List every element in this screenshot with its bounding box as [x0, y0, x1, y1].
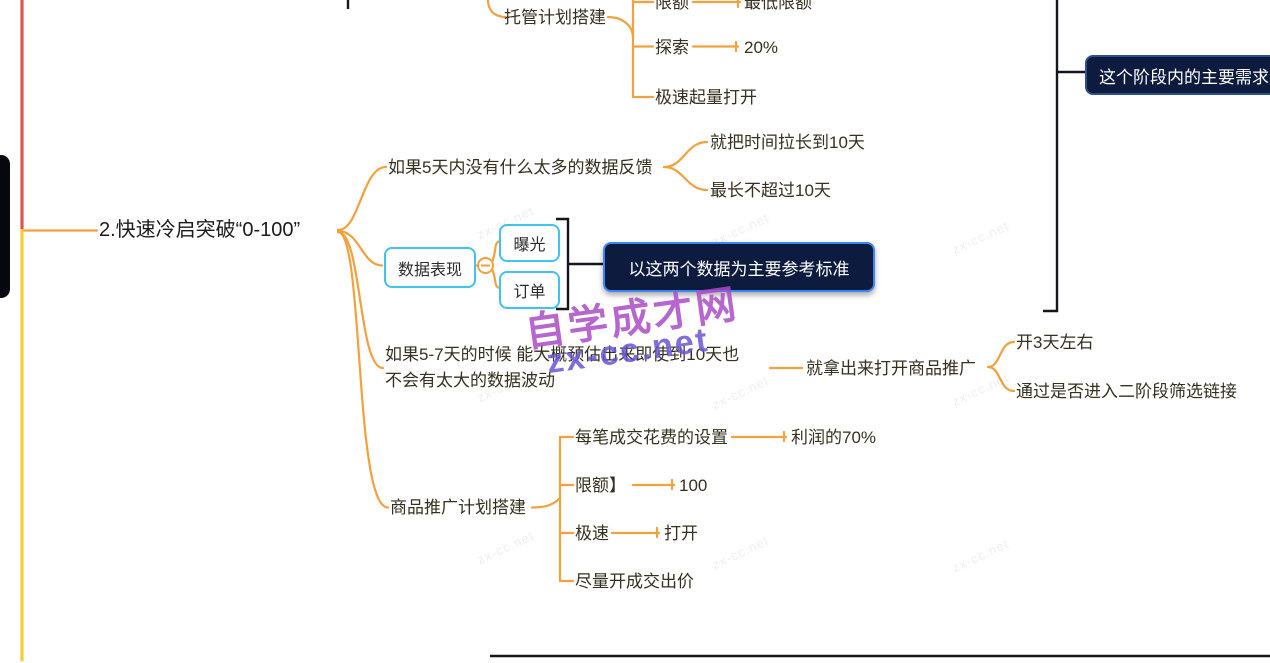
- topic-hosting-plan[interactable]: 托管计划搭建: [504, 8, 606, 27]
- topic-max-10d[interactable]: 最长不超过10天: [710, 181, 831, 200]
- topic-promo-turbo[interactable]: 极速: [575, 524, 609, 543]
- summary-bracket-lines: [346, 0, 1270, 658]
- topic-bid-open[interactable]: 尽量开成交出价: [575, 572, 694, 591]
- topic-product-promo-plan[interactable]: 商品推广计划搭建: [390, 498, 526, 517]
- topic-phase2-filter[interactable]: 通过是否进入二阶段筛选链接: [1016, 382, 1237, 401]
- topic-open-3days[interactable]: 开3天左右: [1016, 333, 1094, 352]
- topic-promo-limit[interactable]: 限额】: [575, 476, 626, 495]
- topic-hosting-turbo[interactable]: 极速起量打开: [655, 88, 757, 107]
- topic-promo-limit-value[interactable]: 100: [679, 476, 708, 495]
- collapse-button[interactable]: [477, 257, 494, 274]
- topic-cost-per-deal[interactable]: 每笔成交花费的设置: [575, 428, 728, 447]
- topic-open-promo[interactable]: 就拿出来打开商品推广: [806, 359, 976, 378]
- node-exposure[interactable]: 曝光: [499, 224, 560, 262]
- topic-hosting-limit-value[interactable]: 最低限额: [744, 0, 812, 12]
- topic-hosting-explore[interactable]: 探索: [655, 38, 689, 57]
- topic-estimate-line1[interactable]: 如果5-7天的时候 能大概预估出来即使到10天也: [385, 345, 740, 364]
- topic-feedback-5d[interactable]: 如果5天内没有什么太多的数据反馈: [388, 158, 653, 177]
- node-data-performance[interactable]: 数据表现: [384, 247, 476, 288]
- topic-promo-turbo-value[interactable]: 打开: [664, 524, 698, 543]
- badge-summary[interactable]: 以这两个数据为主要参考标准: [603, 242, 875, 292]
- topic-estimate-line2[interactable]: 不会有太大的数据波动: [385, 371, 555, 390]
- topic-hosting-limit[interactable]: 限额: [655, 0, 689, 12]
- topic-main[interactable]: 2.快速冷启突破“0-100”: [99, 219, 301, 241]
- topic-cost-value[interactable]: 利润的70%: [791, 428, 877, 447]
- badge-stage-requirement[interactable]: 这个阶段内的主要需求: [1085, 55, 1270, 95]
- topic-extend-10d[interactable]: 就把时间拉长到10天: [710, 133, 865, 152]
- topic-hosting-explore-value[interactable]: 20%: [744, 38, 779, 57]
- collapsed-panel-tab[interactable]: [0, 155, 10, 298]
- node-orders[interactable]: 订单: [499, 271, 560, 309]
- branch-lines: [22, 0, 1016, 583]
